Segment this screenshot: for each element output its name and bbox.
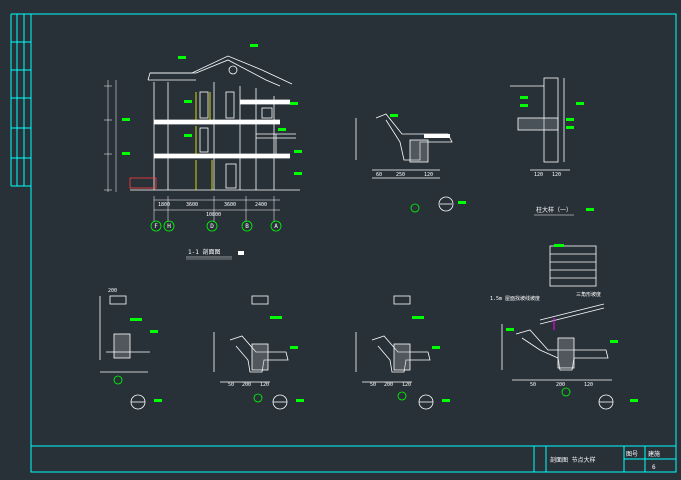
axis-label-a: A	[274, 223, 278, 230]
d4-dim-3: 120	[584, 382, 593, 388]
eave-hatch	[424, 134, 450, 138]
detail-bubble-1	[410, 203, 420, 213]
sheet-label: 建施	[648, 450, 660, 458]
dim-text-1: 1800	[158, 202, 170, 208]
d3-dim-2: 200	[384, 382, 393, 388]
eave-level-tag	[390, 114, 398, 117]
dim-text-2: 3600	[186, 202, 198, 208]
bottom-detail-3[interactable]: 50 200 120	[355, 295, 450, 410]
axis-label-b: B	[245, 223, 249, 230]
slab-fill	[154, 100, 290, 158]
dim-total-text: 10800	[206, 212, 221, 218]
column-level-tags	[520, 96, 584, 129]
section-scale-tag	[238, 251, 244, 255]
roof-note-title: 1.5m 屋面找坡线坡度	[490, 295, 540, 302]
d2-dim-1: 50	[228, 382, 234, 388]
sheet-number: 6	[652, 464, 656, 471]
d1-dim-top: 200	[108, 288, 117, 294]
eave-dim-2: 250	[396, 172, 405, 178]
section-1-1-drawing[interactable]: 1800 3600 3600 2400 10800 F H D B A 1-1 …	[104, 44, 302, 260]
column-detail-tag	[586, 208, 594, 211]
column-dim-2: 120	[552, 172, 561, 178]
eave-dim-1: 60	[376, 172, 382, 178]
eave-detail-drawing[interactable]: 60 250 120	[355, 113, 466, 213]
bottom-detail-2[interactable]: 50 200 120	[213, 295, 304, 410]
detail-ref-circle-1	[438, 196, 454, 212]
d2-dim-2: 200	[242, 382, 251, 388]
scale-label: 图号	[626, 451, 638, 458]
terrace-step	[129, 177, 157, 189]
dim-text-4: 2400	[255, 202, 267, 208]
bottom-detail-1[interactable]: 200	[99, 288, 162, 410]
section-title: 1-1 剖面图	[188, 248, 220, 256]
d4-dim-1: 50	[530, 382, 536, 388]
drawing-name-text: 剖面图 节点大样	[550, 456, 596, 464]
d2-dim-3: 120	[260, 382, 269, 388]
column-detail-drawing[interactable]: 120 120 柱大样（一）	[510, 77, 594, 216]
d3-dim-3: 120	[402, 382, 411, 388]
dim-text-3: 3600	[224, 202, 236, 208]
d3-dim-1: 50	[370, 382, 376, 388]
axis-label-f: F	[154, 223, 158, 230]
d4-dim-2: 200	[556, 382, 565, 388]
eave-detail-tag	[458, 201, 466, 204]
title-block: 剖面图 节点大样 图号 建施 6	[533, 446, 676, 472]
column-dim-1: 120	[534, 172, 543, 178]
axis-label-h: H	[167, 223, 171, 230]
level-tags	[122, 44, 302, 175]
bottom-detail-4-roof[interactable]: 1.5m 屋面找坡线坡度 三角形坡度 50 200 120	[490, 244, 638, 410]
roof-slope-label: 三角形坡度	[576, 291, 601, 298]
drawing-frame	[10, 13, 677, 473]
axis-label-d: D	[210, 223, 214, 230]
column-detail-title: 柱大样（一）	[536, 206, 572, 214]
eave-dim-3: 120	[424, 172, 433, 178]
